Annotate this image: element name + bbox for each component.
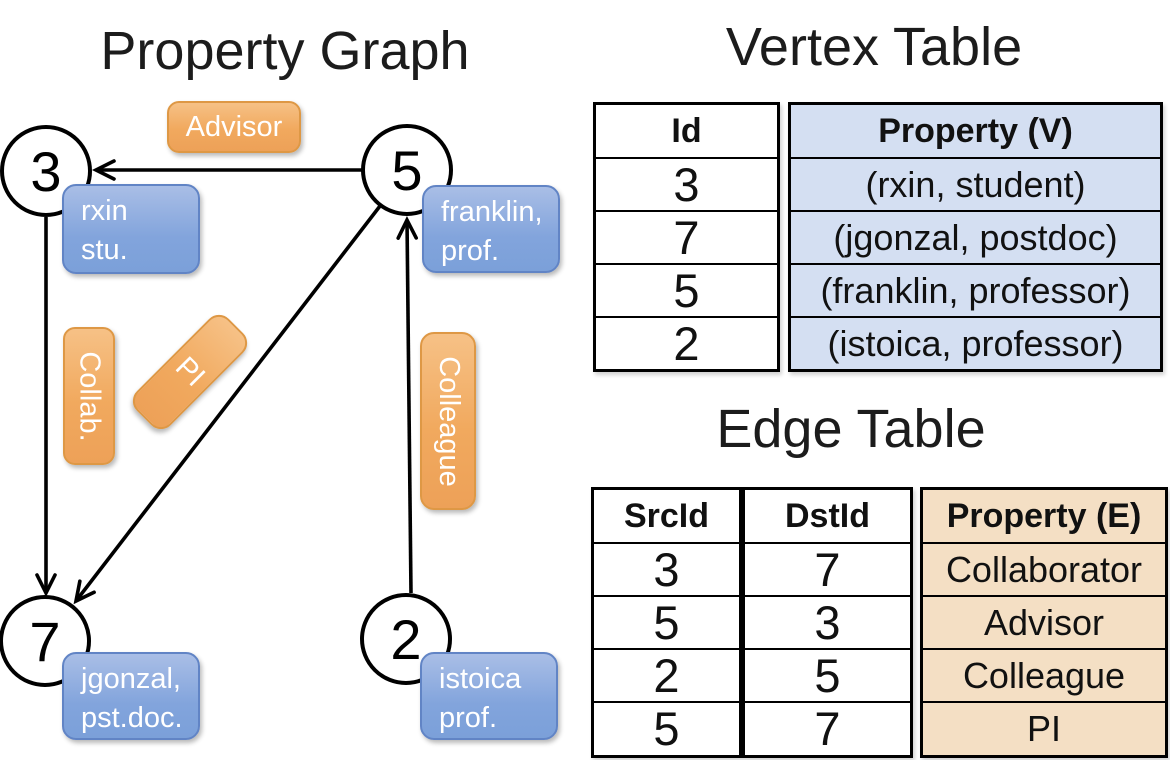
edge-label-advisor-text: Advisor <box>185 110 283 143</box>
edge-table-cell-srcid: 5 <box>594 595 739 649</box>
vertex-table-header-id: Id <box>671 111 702 150</box>
vertex-label-istoica: istoica prof. <box>420 652 558 740</box>
edge-label-collab: Collab. <box>63 327 115 465</box>
vertex-table-title: Vertex Table <box>725 17 1023 77</box>
vertex-label-line: rxin <box>81 195 128 227</box>
property-graph-title: Property Graph <box>100 21 470 81</box>
vertex-table-cell-id: 7 <box>596 210 777 264</box>
vertex-label-line: prof. <box>441 235 500 267</box>
edge-table-title: Edge Table <box>716 399 986 459</box>
edge-label-pi-text: PI <box>169 350 212 393</box>
edge-table-cell-dstid: 7 <box>745 701 910 755</box>
vertex-table-property-column: Property (V) (rxin, student) (jgonzal, p… <box>788 102 1163 372</box>
edge-table-cell-property: Advisor <box>923 595 1165 648</box>
vertex-table-cell-property: (rxin, student) <box>791 157 1160 210</box>
vertex-label-line: stu. <box>81 234 128 266</box>
edge-table-cell-property: PI <box>923 701 1165 754</box>
edge-2-to-5-colleague <box>396 215 418 594</box>
edge-table-cell-srcid: 2 <box>594 648 739 702</box>
edge-label-advisor: Advisor <box>167 101 301 153</box>
edge-table-cell-dstid: 3 <box>745 595 910 649</box>
vertex-table-id-column: Id 3 7 5 2 <box>593 102 780 372</box>
vertex-table-cell-id: 3 <box>596 157 777 211</box>
edge-table-srcid-column: SrcId 3 5 2 5 <box>591 487 742 758</box>
edge-label-colleague: Colleague <box>420 332 476 510</box>
edge-label-colleague-text: Colleague <box>432 355 465 487</box>
vertex-table-cell-id: 2 <box>596 316 777 370</box>
edge-label-collab-text: Collab. <box>73 350 106 442</box>
edge-table-header-property: Property (E) <box>946 496 1142 535</box>
edge-table-cell-dstid: 5 <box>745 648 910 702</box>
edge-table-property-column: Property (E) Collaborator Advisor Collea… <box>920 487 1168 758</box>
vertex-label-rxin: rxin stu. <box>62 184 200 274</box>
vertex-table-cell-id: 5 <box>596 263 777 317</box>
vertex-label-line: franklin, <box>441 196 543 228</box>
edge-5-to-7-pi <box>73 204 382 605</box>
graph-node-2: 2 <box>360 593 452 685</box>
edge-table-cell-srcid: 5 <box>594 701 739 755</box>
vertex-table-cell-property: (istoica, professor) <box>791 316 1160 369</box>
edge-table-cell-dstid: 7 <box>745 542 910 596</box>
graph-node-5: 5 <box>361 124 453 216</box>
vertex-label-line: prof. <box>439 702 498 734</box>
vertex-label-franklin: franklin, prof. <box>422 185 560 273</box>
vertex-label-jgonzal: jgonzal, pst.doc. <box>62 652 200 740</box>
vertex-label-line: pst.doc. <box>81 702 183 734</box>
edge-table-cell-srcid: 3 <box>594 542 739 596</box>
vertex-label-line: istoica <box>439 663 522 695</box>
vertex-table-cell-property: (franklin, professor) <box>791 263 1160 316</box>
vertex-table-header-property: Property (V) <box>878 111 1073 150</box>
edge-table-header-dstid: DstId <box>785 496 870 535</box>
edge-table-header-srcid: SrcId <box>623 496 710 535</box>
edge-table-cell-property: Colleague <box>923 648 1165 701</box>
vertex-table-cell-property: (jgonzal, postdoc) <box>791 210 1160 263</box>
edge-table-cell-property: Collaborator <box>923 542 1165 595</box>
vertex-label-line: jgonzal, <box>81 663 181 695</box>
edge-table-dstid-column: DstId 7 3 5 7 <box>742 487 913 758</box>
